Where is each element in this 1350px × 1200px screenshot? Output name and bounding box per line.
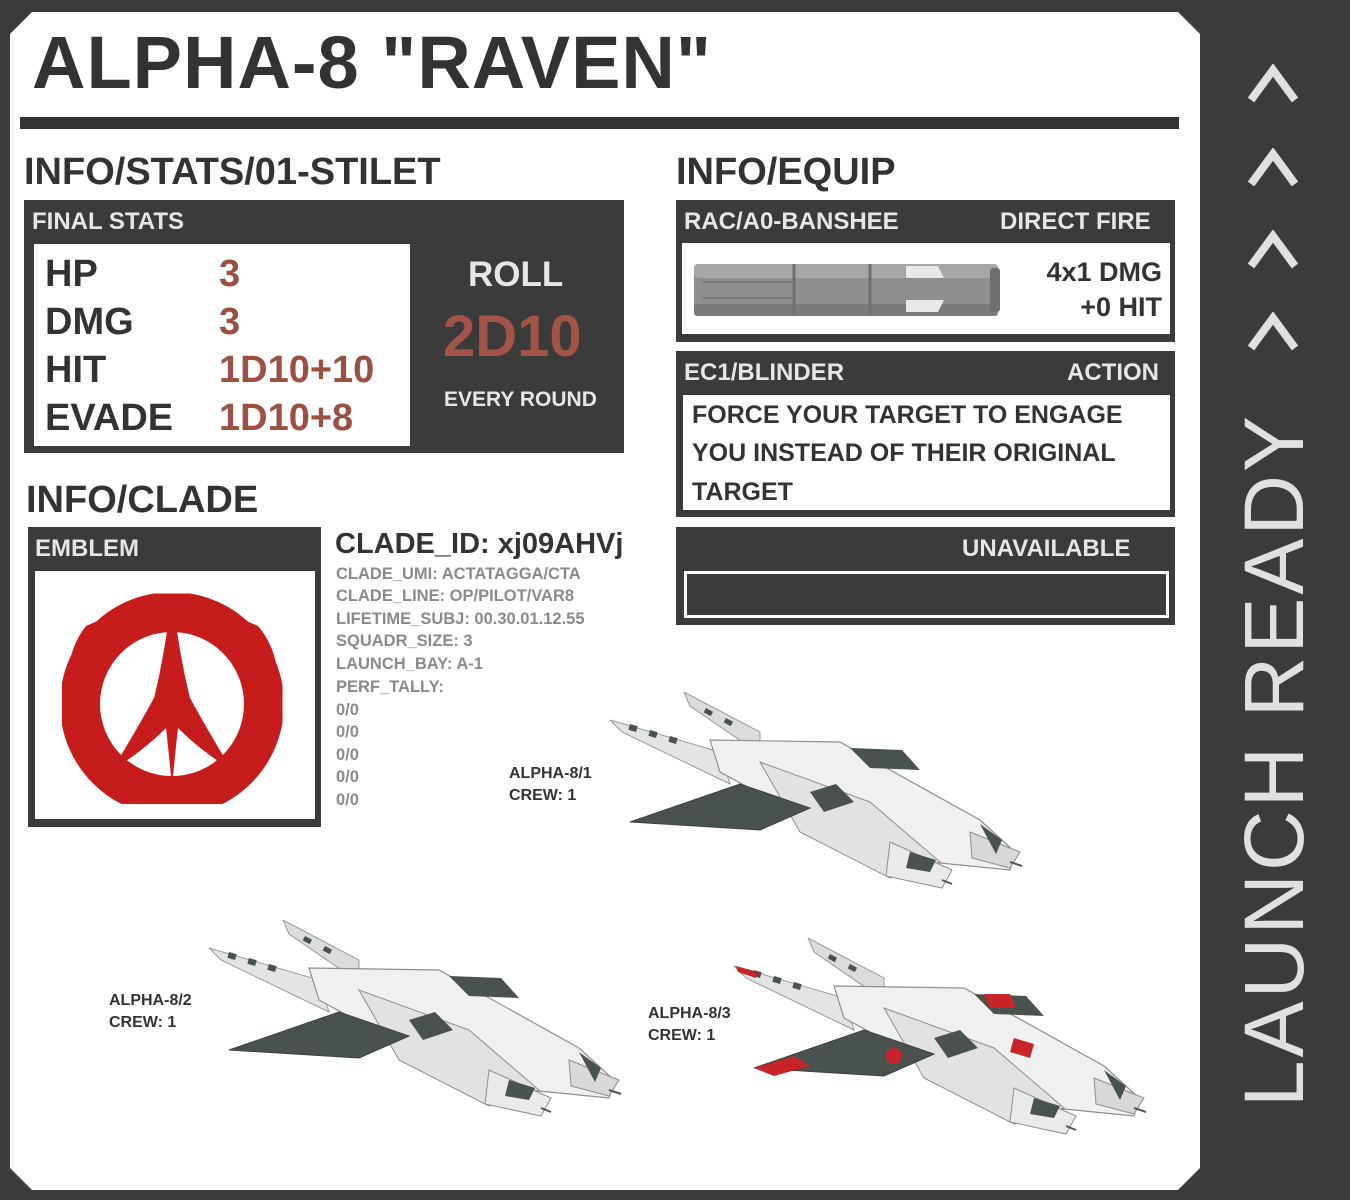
ship-1-render: [610, 692, 1030, 897]
weapon-name: RAC/A0-BANSHEE: [684, 208, 899, 235]
stat-value-evade: 1D10+8: [219, 397, 354, 439]
unit-title: ALPHA-8 "RAVEN": [32, 21, 712, 104]
ship-1-label: ALPHA-8/1 CREW: 1: [509, 763, 592, 808]
roll-frequency: EVERY ROUND: [444, 388, 597, 411]
clade-section-title: INFO/CLADE: [26, 479, 259, 521]
cannon-icon: [694, 260, 1002, 320]
weapon-hit: +0 HIT: [1080, 292, 1162, 322]
chevron-up-icon: [1247, 312, 1299, 351]
weapon-damage: 4x1 DMG: [1046, 257, 1162, 287]
clade-id: CLADE_ID: xj09AHVj: [335, 528, 624, 560]
chevron-up-icon: [1247, 64, 1299, 103]
stat-label-evade: EVADE: [45, 397, 174, 439]
equip-section-title: INFO/EQUIP: [676, 151, 896, 193]
ship-2-crew: CREW: 1: [109, 1014, 177, 1032]
system-description-line: FORCE YOUR TARGET TO ENGAGE: [692, 401, 1123, 429]
title-divider: [20, 117, 1179, 129]
clade-detail: PERF_TALLY:: [336, 678, 444, 696]
system-name: EC1/BLINDER: [684, 359, 845, 386]
roll-label: ROLL: [468, 255, 564, 294]
final-stats-label: FINAL STATS: [32, 208, 184, 235]
ship-2-render: [204, 920, 634, 1125]
perf-tally-entry: 0/0: [336, 768, 359, 786]
ship-3-render: [724, 938, 1164, 1143]
stat-label-hit: HIT: [45, 349, 107, 391]
launch-ready-status: LAUNCH READY: [1227, 412, 1321, 1108]
system-description-box: [683, 395, 1170, 510]
system-type: ACTION: [1067, 359, 1159, 386]
system-description-line: TARGET: [692, 478, 793, 506]
unavailable-slot-panel: [676, 527, 1175, 625]
stats-table: [34, 244, 410, 446]
ship-3-label: ALPHA-8/3 CREW: 1: [648, 1003, 731, 1048]
stat-label-hp: HP: [45, 253, 98, 295]
clade-detail: CLADE_LINE: OP/PILOT/VAR8: [336, 587, 575, 605]
emblem-label: EMBLEM: [35, 535, 139, 562]
stat-label-dmg: DMG: [45, 301, 134, 343]
chevron-up-icon: [1247, 230, 1299, 269]
perf-tally-entry: 0/0: [336, 723, 359, 741]
ship-3-name: ALPHA-8/3: [648, 1005, 731, 1022]
unavailable-label: UNAVAILABLE: [962, 535, 1131, 562]
ship-2-label: ALPHA-8/2 CREW: 1: [109, 990, 192, 1035]
stats-section-title: INFO/STATS/01-STILET: [24, 151, 441, 193]
empty-slot-box: [684, 571, 1169, 618]
stat-value-hp: 3: [219, 253, 241, 295]
perf-tally-entry: 0/0: [336, 791, 359, 809]
chevron-up-icon: [1247, 148, 1299, 187]
rebel-emblem-icon: [62, 588, 286, 804]
ship-3-crew: CREW: 1: [648, 1027, 716, 1045]
system-description-line: YOU INSTEAD OF THEIR ORIGINAL: [692, 439, 1116, 467]
perf-tally-entry: 0/0: [336, 746, 359, 764]
ship-1-name: ALPHA-8/1: [509, 765, 592, 782]
ship-1-crew: CREW: 1: [509, 787, 577, 805]
ship-2-name: ALPHA-8/2: [109, 992, 192, 1009]
clade-detail: LIFETIME_SUBJ: 00.30.01.12.55: [336, 610, 585, 628]
clade-detail: LAUNCH_BAY: A-1: [336, 655, 483, 673]
clade-detail: CLADE_UMI: ACTATAGGA/CTA: [336, 565, 581, 583]
clade-detail: SQUADR_SIZE: 3: [336, 632, 473, 650]
weapon-type: DIRECT FIRE: [1000, 208, 1151, 235]
stat-value-hit: 1D10+10: [219, 349, 375, 391]
roll-value: 2D10: [443, 304, 582, 369]
stat-value-dmg: 3: [219, 301, 241, 343]
perf-tally-entry: 0/0: [336, 701, 359, 719]
